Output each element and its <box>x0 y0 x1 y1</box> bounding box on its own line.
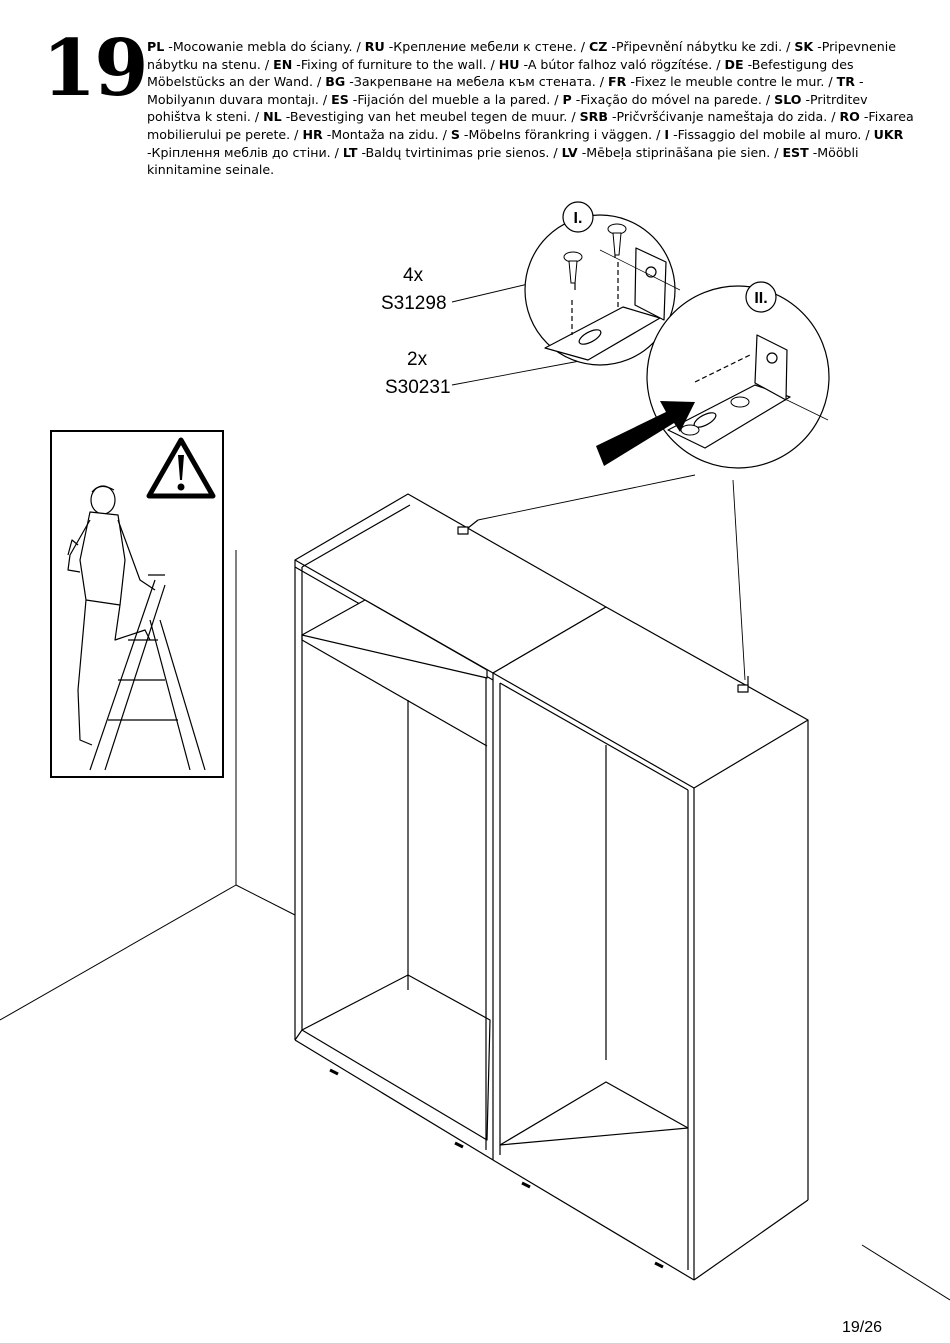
instruction-text-hu: -A bútor falhoz való rögzítése. / <box>519 56 725 72</box>
instruction-lang-slo: SLO <box>774 91 802 107</box>
part-1-code: S31298 <box>381 293 447 314</box>
instruction-text-lv: -Mēbeļa stiprināšana pie sien. / <box>577 144 783 160</box>
instruction-lang-fr: FR <box>608 74 627 90</box>
push-direction-arrow <box>596 401 695 466</box>
page-number: 19/26 <box>841 1319 882 1336</box>
instruction-text-slo: -Pritrditev pohištva k steni. / <box>147 91 868 125</box>
instruction-text-p: -Fixação do móvel na parede. / <box>571 91 775 107</box>
step-number: 19 <box>42 23 149 114</box>
instruction-text-i: -Fissaggio del mobile al muro. / <box>669 126 874 142</box>
detail-label-1: I. <box>562 201 594 233</box>
detail-label-2: II. <box>745 281 777 313</box>
instruction-lang-cz: CZ <box>589 39 608 54</box>
instruction-lang-p: P <box>562 91 572 107</box>
instruction-lang-es: ES <box>331 91 349 107</box>
instruction-text-ru: -Крепление мебели к стене. / <box>384 39 590 54</box>
instruction-lang-sk: SK <box>794 39 814 54</box>
top-bracket-left <box>457 519 479 535</box>
installed-screw-icon <box>680 396 750 436</box>
instruction-text-en: -Fixing of furniture to the wall. / <box>292 56 499 72</box>
instruction-text-sk: -Pripevnenie nábytku na stenu. / <box>147 39 896 72</box>
svg-text:II.: II. <box>754 290 767 307</box>
instruction-text-ro: -Fixarea mobilierului pe perete. / <box>147 109 914 142</box>
person-on-ladder-icon <box>67 485 206 771</box>
instruction-lang-en: EN <box>273 56 293 72</box>
top-bracket-right <box>737 676 749 693</box>
instruction-lang-nl: NL <box>263 109 282 125</box>
instruction-text-srb: -Pričvršćivanje nameštaja do zida. / <box>607 109 840 125</box>
instruction-text-est: -Mööbli kinnitamine seinale. <box>147 144 859 178</box>
instruction-text-bg: -Закрепване на мебела към стената. / <box>345 74 609 90</box>
instruction-lang-i: I <box>664 126 670 142</box>
cabinet-feet <box>329 1068 664 1269</box>
room-corner <box>0 550 950 1301</box>
instruction-lang-ro: RO <box>839 109 860 125</box>
instruction-text-tr: -Mobilyanın duvara montajı. / <box>147 74 864 107</box>
svg-text:I.: I. <box>574 210 583 227</box>
instruction-text-s: -Möbelns förankring i väggen. / <box>459 126 665 142</box>
instruction-text-es: -Fijación del mueble a la pared. / <box>348 91 563 107</box>
instruction-text-de: -Befestigung des Möbelstücks an der Wand… <box>147 56 854 90</box>
instruction-lang-bg: BG <box>325 74 346 90</box>
instruction-lang-s: S <box>450 126 460 142</box>
instruction-text-ukr: -Кріплення меблів до стіни. / <box>147 144 343 160</box>
detail-circle-1 <box>524 214 681 366</box>
instruction-text-nl: -Bevestiging van het meubel tegen de muu… <box>281 109 580 125</box>
instruction-lang-tr: TR <box>836 74 855 90</box>
instruction-lang-srb: SRB <box>579 109 608 125</box>
instruction-lang-de: DE <box>724 56 744 72</box>
instruction-text-pl: -Mocowanie mebla do ściany. / <box>164 39 365 54</box>
instruction-text-hr: -Montaža na zidu. / <box>322 126 451 142</box>
part-2-code: S30231 <box>385 377 451 398</box>
right-cabinet <box>492 606 809 1281</box>
instructions-text: PL -Mocowanie mebla do ściany. / RU -Кре… <box>147 38 917 179</box>
instruction-lang-lt: LT <box>342 144 358 160</box>
instruction-lang-lv: LV <box>561 144 578 160</box>
instruction-lang-est: EST <box>782 144 809 160</box>
warning-panel <box>50 430 224 778</box>
instruction-text-lt: -Baldų tvirtinimas prie sienos. / <box>357 144 562 160</box>
instruction-lang-pl: PL <box>147 39 165 54</box>
instruction-text-fr: -Fixez le meuble contre le mur. / <box>626 74 837 90</box>
part-2-qty: 2x <box>407 349 428 370</box>
instruction-lang-hu: HU <box>498 56 520 72</box>
screw-icon <box>563 223 627 284</box>
instruction-lang-ukr: UKR <box>873 126 904 142</box>
instruction-lang-hr: HR <box>302 126 323 142</box>
detail-circle-2 <box>646 285 830 469</box>
part-1-qty: 4x <box>403 265 424 286</box>
instruction-text-cz: -Připevnění nábytku ke zdi. / <box>607 39 795 54</box>
instruction-lang-ru: RU <box>364 39 385 54</box>
warning-triangle-icon <box>146 437 216 499</box>
left-cabinet <box>294 493 607 1161</box>
